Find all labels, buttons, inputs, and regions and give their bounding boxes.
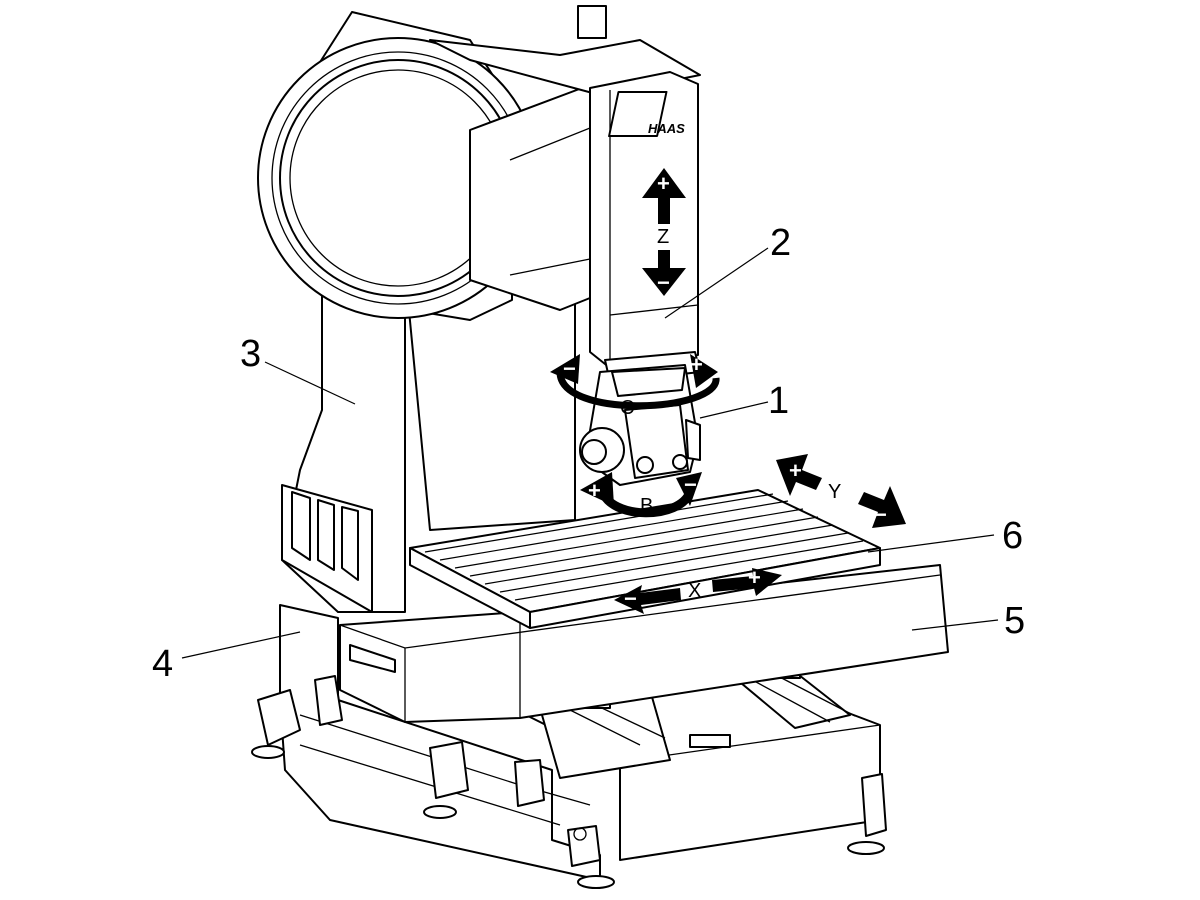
saddle <box>339 564 949 723</box>
y-axis-label: Y <box>828 481 841 503</box>
machine-column <box>281 227 576 613</box>
z-plus-sign: + <box>657 171 670 196</box>
y-minus-sign: − <box>874 502 887 527</box>
z-axis-arrow: + − Z <box>642 168 686 296</box>
y-axis-arrow: + − Y <box>776 454 906 528</box>
b-axis-arrow: + − B <box>580 472 702 518</box>
callout-4-label: 4 <box>152 643 173 685</box>
x-axis-arrow: − + X <box>614 565 782 614</box>
machine-base <box>251 604 885 889</box>
trunnion-head <box>579 364 701 486</box>
x-plus-sign: + <box>748 565 761 590</box>
z-axis-label: Z <box>657 226 669 248</box>
callout-5-label: 5 <box>1004 600 1025 642</box>
callout-1: 1 <box>699 380 789 422</box>
b-minus-sign: − <box>684 472 697 497</box>
callout-2: 2 <box>664 222 791 319</box>
spindle-head: HAAS <box>589 71 701 383</box>
y-plus-sign: + <box>789 458 802 483</box>
callout-6: 6 <box>867 515 1023 557</box>
haas-logo: HAAS <box>608 91 685 137</box>
work-table <box>409 489 881 629</box>
tool-changer <box>257 11 539 321</box>
callout-6-label: 6 <box>1002 515 1023 557</box>
callout-2-label: 2 <box>770 222 791 264</box>
callout-4: 4 <box>152 631 301 685</box>
c-axis-label: C <box>620 397 634 419</box>
b-axis-label: B <box>640 495 653 517</box>
callout-3: 3 <box>240 333 356 405</box>
callout-1-label: 1 <box>768 380 789 422</box>
x-axis-label: X <box>688 580 701 602</box>
table-t-slots <box>424 493 864 601</box>
c-minus-sign: − <box>563 356 576 381</box>
c-plus-sign: + <box>690 352 703 377</box>
b-plus-sign: + <box>588 478 601 503</box>
haas-logo-text: HAAS <box>648 121 685 136</box>
x-minus-sign: − <box>624 586 637 611</box>
callout-3-label: 3 <box>240 333 261 375</box>
callout-5: 5 <box>911 600 1025 642</box>
z-minus-sign: − <box>657 270 670 295</box>
c-axis-arrow: − + C <box>550 352 720 419</box>
